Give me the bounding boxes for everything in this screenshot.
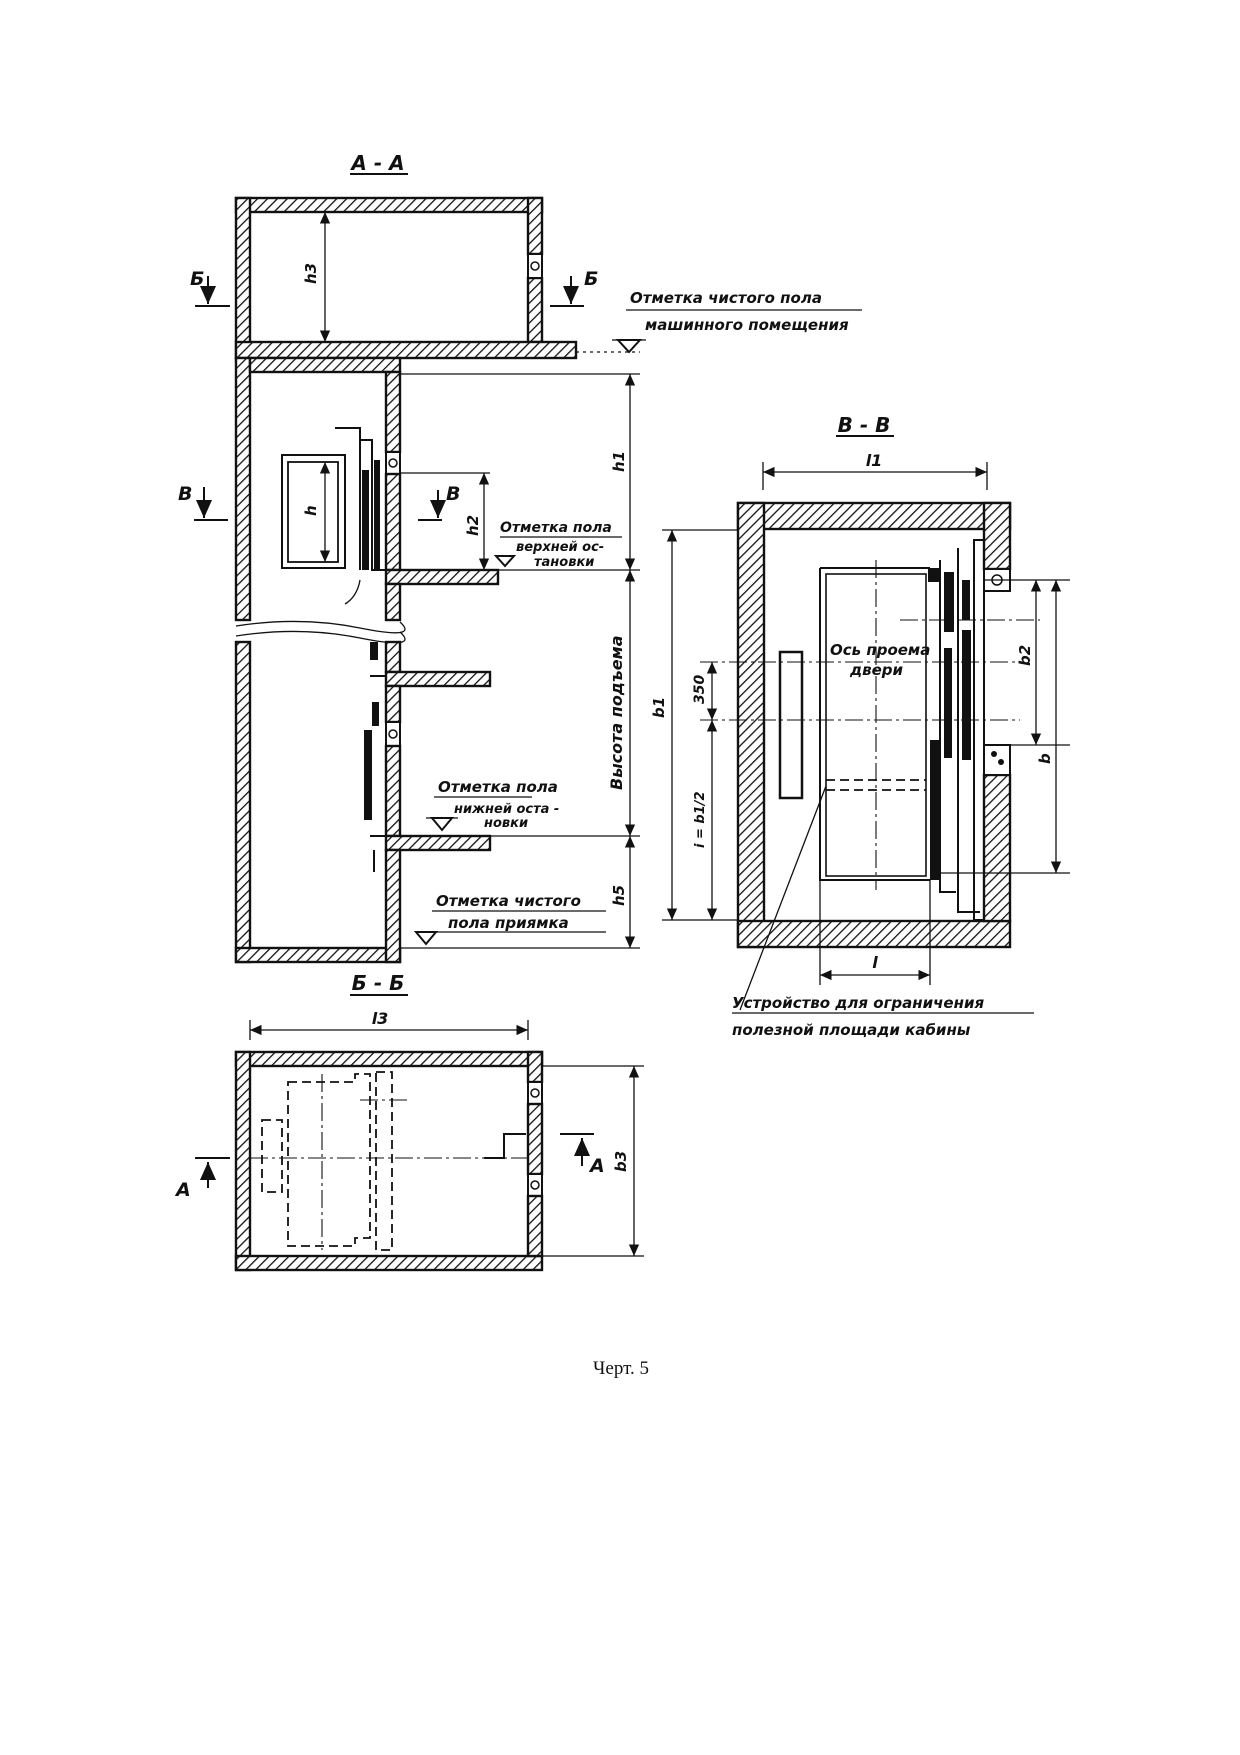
dim-i: i = b1/2 (693, 791, 708, 848)
dim-l3: l3 (372, 1009, 389, 1028)
cut-mark-v-inner-label: В (446, 483, 460, 505)
door-axis-text-1: Ось проема (830, 641, 930, 659)
dim-h3: h3 (302, 263, 320, 284)
cut-mark-b-left-label: Б (190, 268, 204, 290)
dim-h1: h1 (610, 451, 628, 472)
lower-stop-text-1: Отметка пола (438, 778, 558, 796)
cut-mark-b-right: Б (550, 268, 598, 307)
section-aa-title: А - А (349, 151, 404, 175)
dim-h5: h5 (610, 885, 628, 906)
dim-b2: b2 (1016, 645, 1034, 666)
cut-mark-a-right: А (560, 1133, 605, 1177)
upper-stop-mark: Отметка пола верхней ос- тановки (493, 520, 622, 570)
cut-mark-v-left: В (178, 483, 228, 521)
lower-stop-mark: Отметка пола нижней оста - новки (426, 778, 559, 832)
dim-h: h (302, 505, 320, 516)
cut-mark-a-left-label: А (174, 1179, 191, 1201)
limiter-text-1: Устройство для ограничения (732, 994, 984, 1012)
pit-floor-text-2: пола приямка (448, 914, 569, 932)
dim-l: l (872, 953, 878, 972)
dim-350: 350 (692, 675, 708, 704)
dim-b1: b1 (650, 697, 668, 718)
height-dimension-chain: h1 Высота подъема h5 (400, 373, 640, 949)
cut-mark-a-right-label: А (588, 1155, 605, 1177)
dim-b3: b3 (612, 1151, 630, 1172)
shaft-lower (234, 640, 492, 964)
section-vv: В - В l1 (650, 413, 1070, 1039)
lower-stop-text-3: новки (484, 816, 528, 831)
shaft-upper: h h2 (234, 356, 500, 622)
upper-stop-text-2: верхней ос- (516, 540, 604, 555)
pit-floor-text-1: Отметка чистого (436, 892, 581, 910)
figure-caption: Черт. 5 (593, 1358, 649, 1379)
lift-height-label: Высота подъема (607, 636, 626, 791)
section-vv-title: В - В (838, 413, 891, 437)
dim-b: b (1036, 753, 1054, 764)
upper-stop-text-3: тановки (534, 555, 594, 570)
cut-mark-v-left-label: В (178, 483, 192, 505)
door-axis-text-2: двери (849, 661, 904, 679)
section-bb-title: Б - Б (352, 971, 405, 995)
machine-room: h3 (234, 196, 578, 362)
dim-h2: h2 (464, 515, 482, 536)
lower-stop-text-2: нижней оста - (454, 802, 559, 817)
section-aa: А - А h3 (178, 151, 862, 964)
section-bb: Б - Б l3 b3 (174, 971, 644, 1272)
machine-floor-text-2: машинного помещения (645, 316, 849, 334)
cut-mark-b-right-label: Б (584, 268, 598, 290)
cut-mark-b-left: Б (190, 268, 230, 307)
machine-floor-text-1: Отметка чистого пола (630, 289, 822, 307)
machine-floor-mark: Отметка чистого пола машинного помещения (576, 289, 862, 354)
pit-floor-mark: Отметка чистого пола приямка (413, 892, 606, 946)
cut-mark-a-left: А (174, 1157, 230, 1201)
upper-stop-text-1: Отметка пола (500, 520, 612, 536)
cut-mark-v-inner: В (418, 483, 460, 521)
dim-l1: l1 (866, 451, 883, 470)
limiter-text-2: полезной площади кабины (732, 1021, 971, 1039)
